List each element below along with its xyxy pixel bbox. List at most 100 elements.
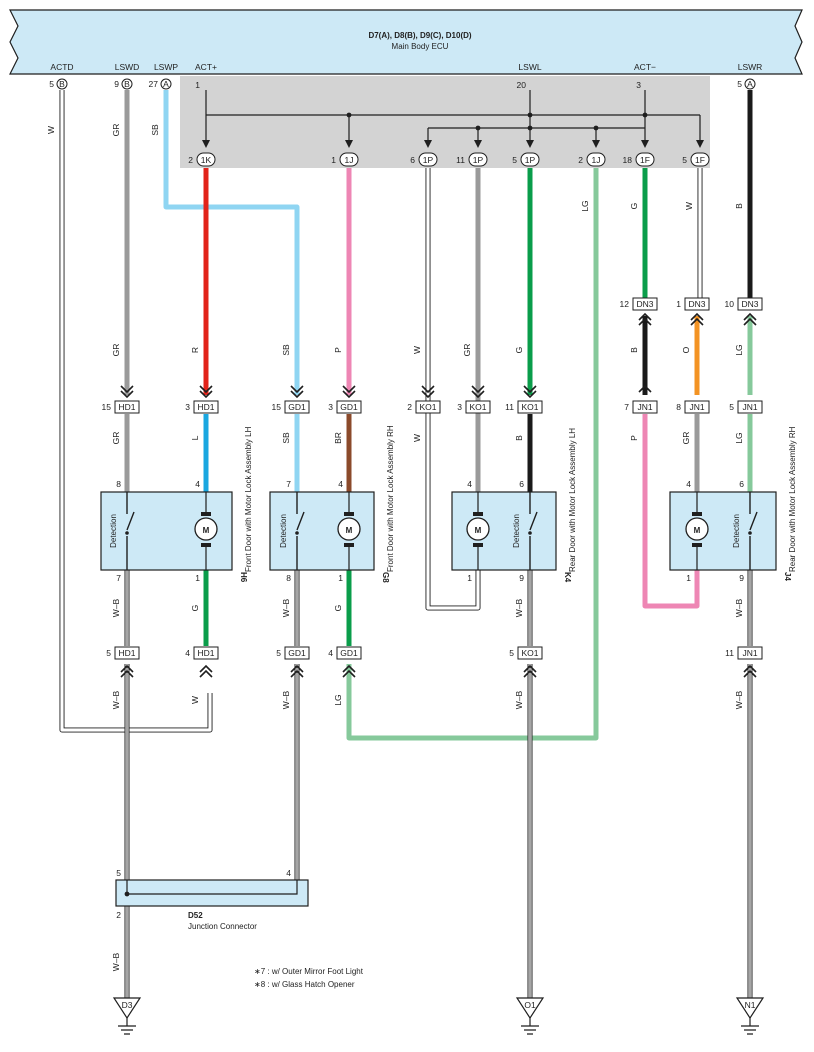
switch-icon xyxy=(296,492,305,570)
joint-pin: 6 xyxy=(410,155,415,165)
wire-label: P xyxy=(333,347,343,353)
wire-label: W–B xyxy=(734,690,744,709)
connector-lower: HD1 4 xyxy=(185,646,219,660)
joint-pin: 18 xyxy=(623,155,633,165)
wire-label: LG xyxy=(734,344,744,355)
joint-connector: 1P 5 xyxy=(512,152,540,167)
note-mirror-light: ∗7 : w/ Outer Mirror Foot Light xyxy=(254,967,364,976)
ecu-pin-number: 5 xyxy=(737,79,742,89)
connector-pin: 3 xyxy=(185,402,190,412)
connector-pin: 4 xyxy=(328,648,333,658)
ecu-port-label: B xyxy=(59,79,65,89)
wire-label: W–B xyxy=(281,598,291,617)
ecu-port-label: B xyxy=(124,79,130,89)
connector-upper: JN1 7 xyxy=(624,400,658,414)
motor-label: M xyxy=(203,526,210,535)
actuator-k4: M Detection 4 6 1 9 K4 Rear Door with Mo… xyxy=(451,428,577,583)
actuator-code: G8 xyxy=(381,572,390,583)
wire-label: O xyxy=(681,346,691,353)
wire-label: BR xyxy=(333,432,343,444)
wire-label: GR xyxy=(111,124,121,137)
joint-pin: 5 xyxy=(512,155,517,165)
wire-label: W xyxy=(46,126,56,134)
wire-label: GR xyxy=(462,344,472,357)
connector-id: HD1 xyxy=(197,402,214,412)
wire-label: LG xyxy=(333,694,343,705)
connector-pin: 11 xyxy=(725,648,734,658)
wire-p-j4 xyxy=(642,414,700,609)
ecu-pin-number: 3 xyxy=(636,80,641,90)
connector-pin: 4 xyxy=(185,648,190,658)
wire-label: B xyxy=(734,203,744,209)
detection-label: Detection xyxy=(732,514,741,548)
wire-label: G xyxy=(333,605,343,612)
actuator-pin: 7 xyxy=(286,479,291,489)
connector-pin: 12 xyxy=(620,299,630,309)
connector-pin: 3 xyxy=(328,402,333,412)
ground-icon xyxy=(521,1018,539,1035)
junction-pin: 5 xyxy=(116,868,121,878)
connector-lower: GD1 4 xyxy=(328,646,362,660)
joint-connector: 1J 2 xyxy=(578,152,606,167)
ground-icon xyxy=(741,1018,759,1035)
connector-upper: KO1 2 xyxy=(407,400,441,414)
actuator-pin: 4 xyxy=(467,479,472,489)
ecu-port-label: A xyxy=(747,79,753,89)
connector-pin: 1 xyxy=(676,299,681,309)
connector-upper: HD1 3 xyxy=(185,400,219,414)
actuator-pin: 8 xyxy=(116,479,121,489)
connector-dn3: DN3 1 xyxy=(676,297,710,311)
joint-id: 1J xyxy=(345,155,354,165)
ground-icon xyxy=(118,1018,136,1035)
connector-upper: GD1 3 xyxy=(328,400,362,414)
connector-id: KO1 xyxy=(469,402,486,412)
actuator-pin: 6 xyxy=(739,479,744,489)
connector-pin: 15 xyxy=(272,402,282,412)
joint-pin: 1 xyxy=(331,155,336,165)
wire-label: G xyxy=(629,203,639,210)
signal-lswr: LSWR xyxy=(738,62,763,72)
wire-label: GR xyxy=(111,432,121,445)
signal-lswp: LSWP xyxy=(154,62,178,72)
joint-connector: 1F 18 xyxy=(623,152,655,167)
switch-icon xyxy=(749,492,758,570)
connector-pin: 8 xyxy=(676,402,681,412)
wire-label: SB xyxy=(281,432,291,444)
junction-dots xyxy=(346,112,648,131)
actuator-pin: 8 xyxy=(286,573,291,583)
signal-lswd: LSWD xyxy=(115,62,140,72)
joint-pin: 2 xyxy=(578,155,583,165)
connector-upper: KO1 11 xyxy=(505,400,543,414)
wire-lswp-sb xyxy=(163,90,300,395)
actuator-j4: M Detection 4 6 1 9 J4 Rear Door with Mo… xyxy=(669,426,797,583)
wire-label: R xyxy=(190,347,200,353)
ecu-port-label: A xyxy=(163,79,169,89)
wire-label: GR xyxy=(681,432,691,445)
wire-w-b xyxy=(125,570,752,1000)
wire-label: SB xyxy=(281,344,291,356)
wire-lg-loop xyxy=(346,168,599,741)
wire-label: B xyxy=(514,435,524,441)
wire-label: W xyxy=(190,696,200,704)
ground-label: N1 xyxy=(745,1000,756,1010)
actuator-name: Front Door with Motor Lock Assembly RH xyxy=(386,425,395,572)
connector-id: KO1 xyxy=(419,402,436,412)
connector-id: JN1 xyxy=(689,402,704,412)
actuator-name: Rear Door with Motor Lock Assembly RH xyxy=(788,426,797,572)
signal-lswl: LSWL xyxy=(518,62,541,72)
connector-lower: HD1 5 xyxy=(106,646,140,660)
joint-id: 1P xyxy=(423,155,434,165)
junction-d52: 5 4 2 D52 Junction Connector xyxy=(115,868,309,931)
ecu-pin-lswr: A 5 xyxy=(737,78,756,90)
wire-label: W xyxy=(412,434,422,442)
connector-pin: 10 xyxy=(725,299,735,309)
connector-pin: 2 xyxy=(407,402,412,412)
connector-id: GD1 xyxy=(340,402,358,412)
junction-pin: 2 xyxy=(116,910,121,920)
connector-id: JN1 xyxy=(742,648,757,658)
actuator-name: Front Door with Motor Lock Assembly LH xyxy=(244,426,253,572)
connector-id: GD1 xyxy=(340,648,358,658)
actuator-pin: 1 xyxy=(195,573,200,583)
connector-id: KO1 xyxy=(521,402,538,412)
